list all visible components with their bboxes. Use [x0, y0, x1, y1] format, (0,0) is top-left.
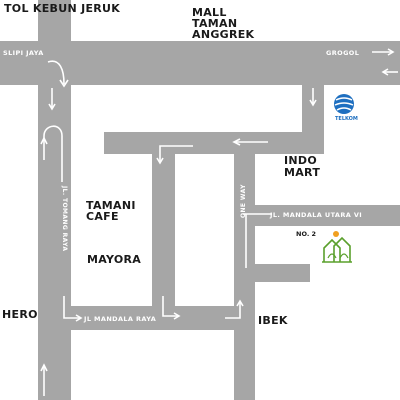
label-mall-line1: MALL — [192, 6, 227, 19]
road-highway — [0, 41, 400, 85]
label-mall-line3: ANGGREK — [192, 28, 255, 41]
label-mall-line2: TAMAN — [192, 17, 238, 30]
label-one-way: ONE WAY — [240, 184, 247, 218]
label-grogol: GROGOL — [326, 49, 360, 57]
label-jl-tomang-raya: JL. TOMANG RAYA — [61, 186, 68, 252]
label-cafe: CAFE — [86, 210, 119, 223]
label-indo: INDO — [284, 154, 317, 167]
label-slipi-jaya: SLIPI JAYA — [3, 49, 44, 57]
label-ibek: IBEK — [258, 314, 288, 327]
label-mart: MART — [284, 166, 321, 179]
telkom-logo-icon — [334, 94, 354, 114]
label-tamani: TAMANI — [86, 199, 136, 212]
road-middle — [152, 132, 175, 330]
uturn-arrow-icon — [43, 125, 63, 182]
road-upper-connector — [104, 132, 324, 154]
label-telkom: TELKOM — [335, 116, 358, 122]
label-jl-mandala-raya: JL MANDALA RAYA — [84, 315, 157, 323]
road-branch — [234, 264, 310, 282]
label-mayora: MAYORA — [87, 253, 142, 266]
road-mandala-utara — [234, 205, 400, 226]
label-jl-mandala-utara: JL. MANDALA UTARA VI — [270, 211, 363, 219]
traffic-arrows — [40, 48, 398, 396]
house-destination-icon — [322, 231, 352, 263]
curve-arrow-icon — [47, 60, 65, 85]
label-hero: HERO — [2, 308, 38, 321]
label-tol-kebun-jeruk: TOL KEBUN JERUK — [4, 2, 121, 15]
label-no2: NO. 2 — [296, 230, 317, 238]
